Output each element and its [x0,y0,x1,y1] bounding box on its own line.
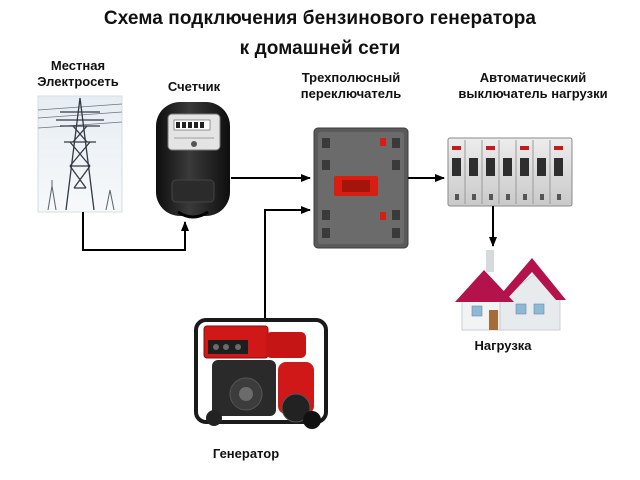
grid-label-line-2: Электросеть [37,74,119,89]
transfer-switch-icon [313,127,409,249]
house-icon [455,250,566,331]
load-label: Нагрузка [474,338,532,353]
switch-label-line-2: переключатель [300,86,402,101]
diagram-title-line-2: к домашней сети [239,38,401,59]
electric-meter-icon [156,102,230,219]
breaker-label-line-2: выключатель нагрузки [458,86,608,101]
power-tower-icon [37,95,123,213]
grid-label-line-1: Местная [50,58,106,73]
connections [82,174,497,318]
grid-label: Местная Электросеть [28,58,128,90]
switch-label-line-1: Трехполюсный [301,70,401,85]
grid-to-meter-line [82,212,189,251]
breaker-label-line-1: Автоматический [479,70,587,85]
breaker-label: Автоматический выключатель нагрузки [438,70,628,102]
switch-label: Трехполюсный переключатель [286,70,416,102]
generator-label: Генератор [212,446,280,461]
diagram-title-line-1: Схема подключения бензинового генератора [103,8,537,29]
generator-icon [194,318,328,429]
generator-to-switch-line [264,206,311,318]
circuit-breaker-icon [447,137,573,207]
meter-label: Счетчик [167,79,221,94]
